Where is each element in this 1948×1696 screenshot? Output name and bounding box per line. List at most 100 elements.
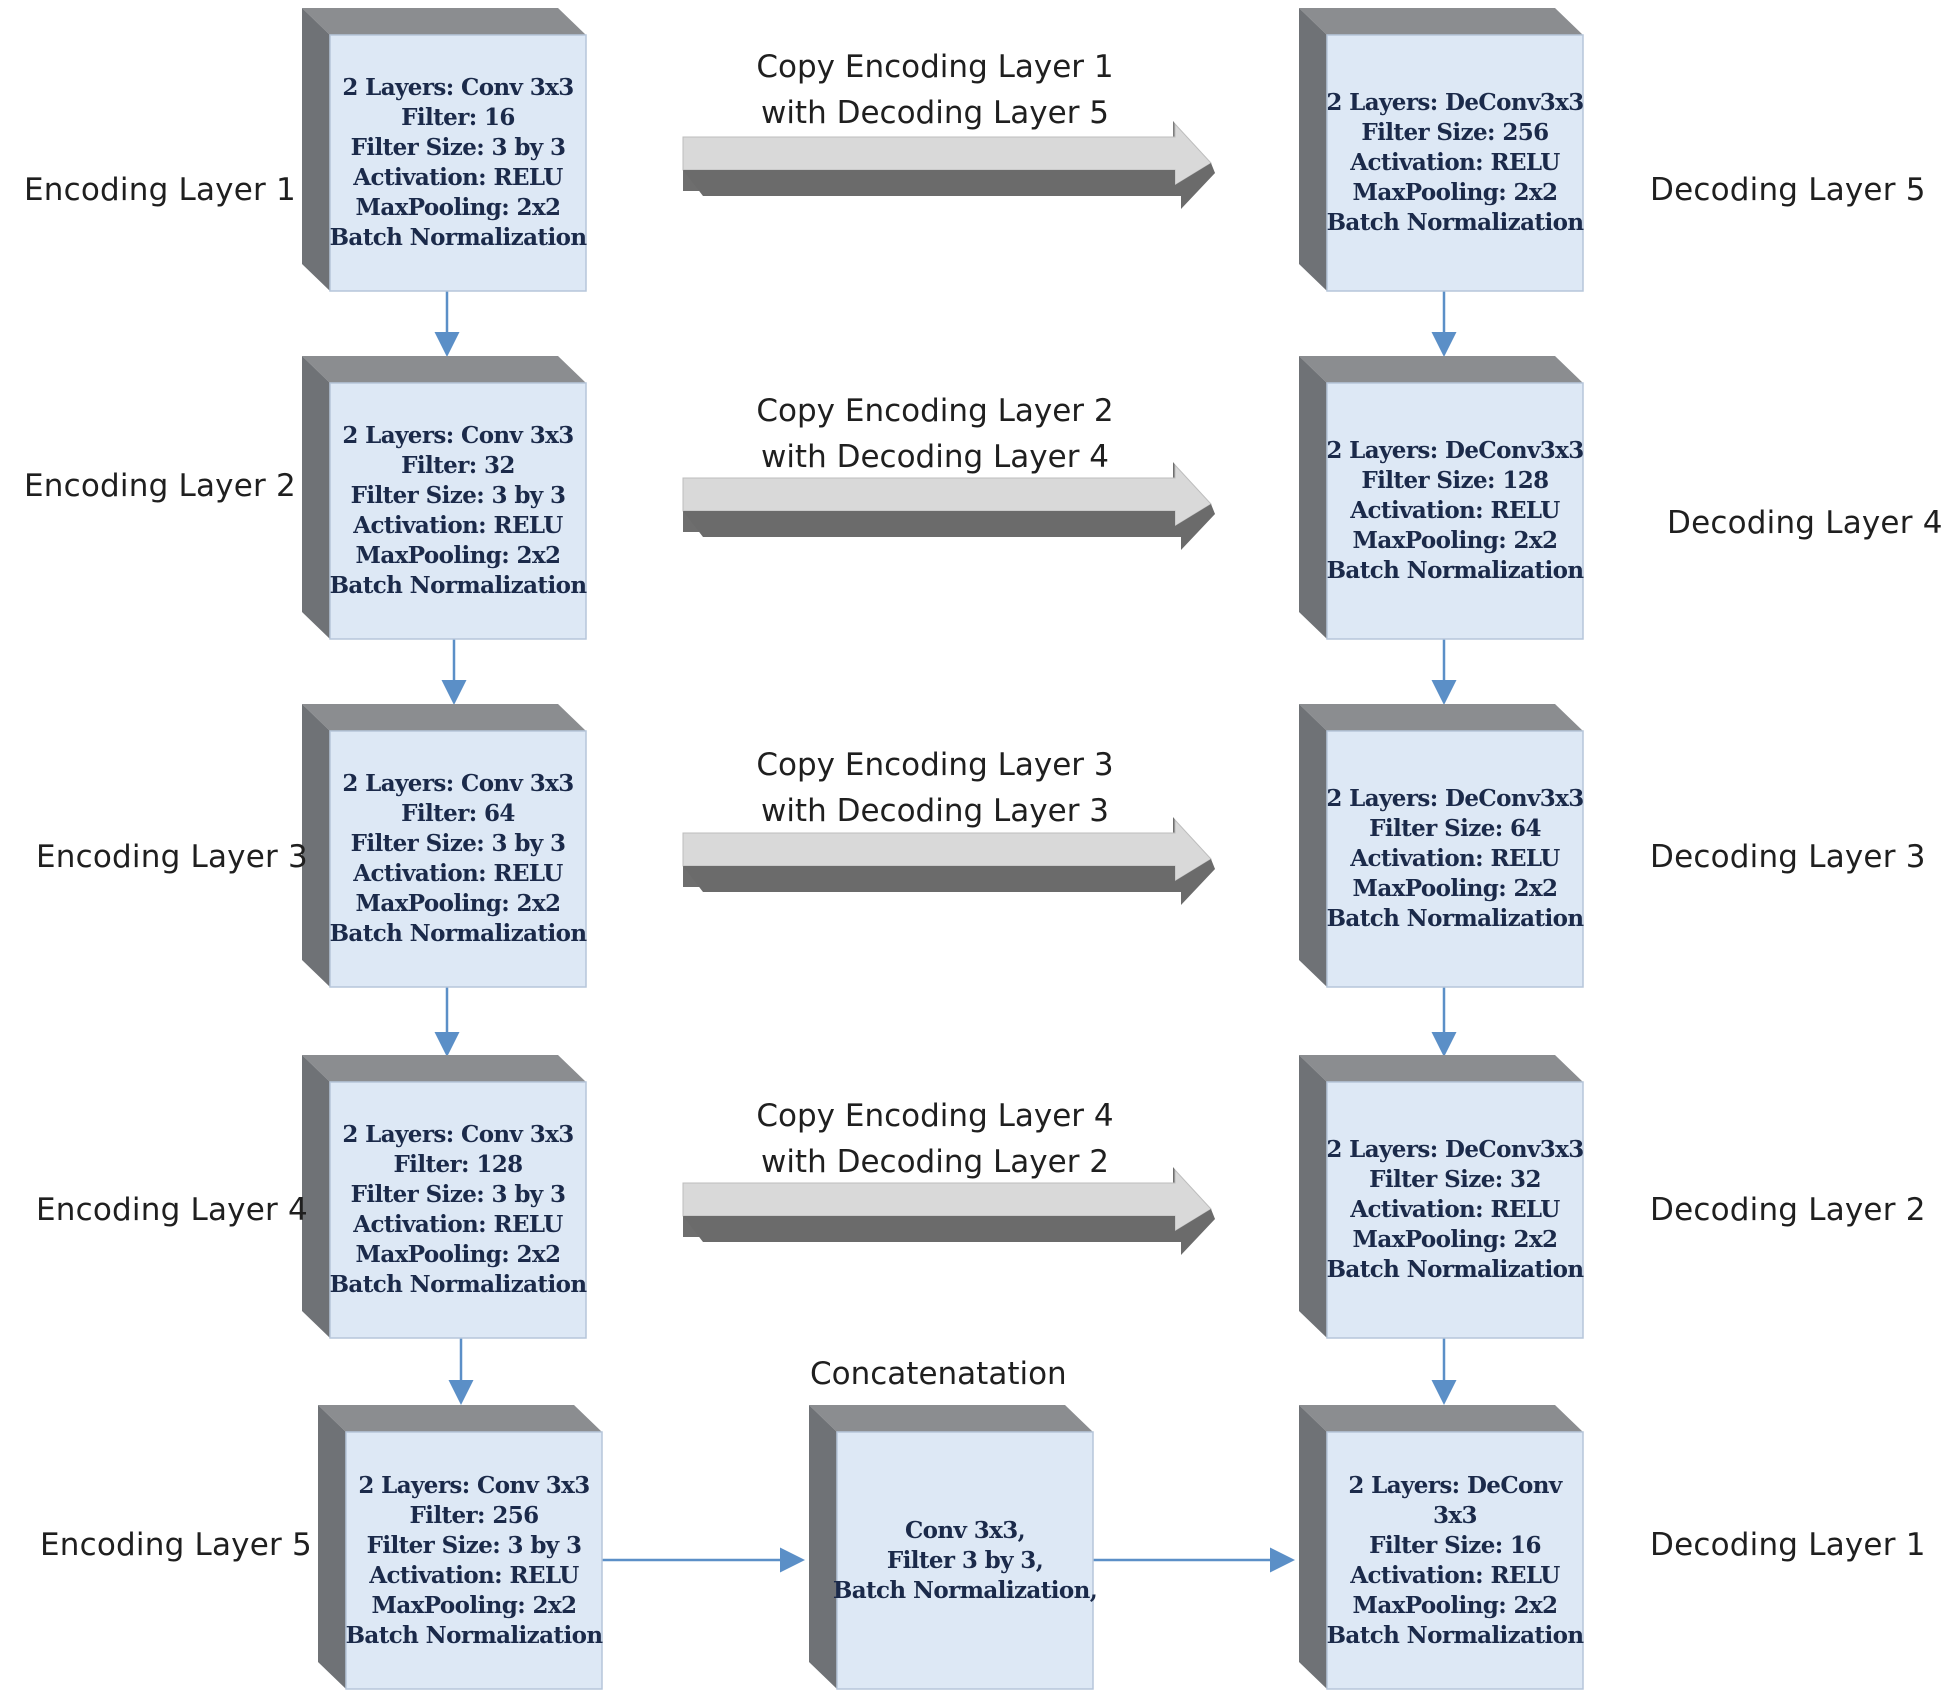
block-line: 2 Layers: DeConv xyxy=(1348,1471,1562,1499)
copy-label-4: Copy Encoding Layer 4 with Decoding Laye… xyxy=(705,1093,1165,1185)
block-line: Filter Size: 3 by 3 xyxy=(350,830,566,857)
cube-shape xyxy=(302,1055,587,1339)
decoding-block-5: 2 Layers: DeConv3x3 Filter Size: 256 Act… xyxy=(1299,8,1584,292)
block-line: Activation: RELU xyxy=(1350,845,1560,872)
arrow-right-icon xyxy=(682,817,1215,905)
block-line: MaxPooling: 2x2 xyxy=(355,194,562,221)
copy-arrow-4 xyxy=(682,1167,1215,1255)
copy-line: Copy Encoding Layer 4 xyxy=(756,1098,1114,1134)
encoding-block-4: 2 Layers: Conv 3x3 Filter: 128 Filter Si… xyxy=(302,1055,587,1339)
block-line: MaxPooling: 2x2 xyxy=(1352,875,1559,902)
decoding-layer-label-1: Decoding Layer 1 xyxy=(1650,1527,1926,1563)
block-line: 2 Layers: DeConv3x3 xyxy=(1326,89,1584,116)
block-line: Filter Size: 3 by 3 xyxy=(350,1181,566,1208)
block-line: 2 Layers: Conv 3x3 xyxy=(342,1121,574,1148)
block-text: 2 Layers: DeConv 3x3 Filter Size: 16 Act… xyxy=(1326,1432,1584,1689)
encoding-layer-label-2: Encoding Layer 2 xyxy=(24,468,296,504)
block-text: 2 Layers: DeConv3x3 Filter Size: 256 Act… xyxy=(1326,35,1584,291)
block-line: Filter Size: 3 by 3 xyxy=(366,1531,582,1559)
copy-line: Copy Encoding Layer 1 xyxy=(756,49,1114,85)
decoding-block-2: 2 Layers: DeConv3x3 Filter Size: 32 Acti… xyxy=(1299,1055,1584,1339)
cube-shape xyxy=(1299,356,1584,640)
cube-shape xyxy=(302,356,587,640)
encoding-block-2: 2 Layers: Conv 3x3 Filter: 32 Filter Siz… xyxy=(302,356,587,640)
block-line: Batch Normalization xyxy=(1326,905,1584,932)
block-text: 2 Layers: Conv 3x3 Filter: 64 Filter Siz… xyxy=(329,731,587,987)
block-line: Activation: RELU xyxy=(1350,1196,1560,1223)
block-text: 2 Layers: Conv 3x3 Filter: 16 Filter Siz… xyxy=(329,35,587,291)
block-line: 2 Layers: Conv 3x3 xyxy=(342,74,574,101)
copy-label-3: Copy Encoding Layer 3 with Decoding Laye… xyxy=(705,742,1165,834)
block-line: Filter Size: 3 by 3 xyxy=(350,482,566,509)
block-line: Filter Size: 16 xyxy=(1369,1531,1541,1559)
block-line: Activation: RELU xyxy=(1350,497,1560,524)
block-text: 2 Layers: DeConv3x3 Filter Size: 32 Acti… xyxy=(1326,1082,1584,1338)
block-text: 2 Layers: DeConv3x3 Filter Size: 64 Acti… xyxy=(1326,731,1584,987)
block-text: 2 Layers: DeConv3x3 Filter Size: 128 Act… xyxy=(1326,383,1584,639)
arrow-right-icon xyxy=(682,462,1215,550)
encoding-block-3: 2 Layers: Conv 3x3 Filter: 64 Filter Siz… xyxy=(302,704,587,988)
block-line: 2 Layers: Conv 3x3 xyxy=(342,770,574,797)
block-line: Filter: 256 xyxy=(409,1501,539,1529)
decoding-block-3: 2 Layers: DeConv3x3 Filter Size: 64 Acti… xyxy=(1299,704,1584,988)
block-line: Activation: RELU xyxy=(369,1561,579,1589)
block-line: Filter: 128 xyxy=(393,1151,523,1178)
cube-shape xyxy=(1299,704,1584,988)
block-line: MaxPooling: 2x2 xyxy=(355,890,562,917)
copy-arrow-2 xyxy=(682,462,1215,550)
block-line: 2 Layers: DeConv3x3 xyxy=(1326,1136,1584,1163)
copy-line: with Decoding Layer 4 xyxy=(760,439,1110,475)
block-line: Filter Size: 3 by 3 xyxy=(350,134,566,161)
block-line: Batch Normalization xyxy=(1326,1621,1584,1649)
block-line: Batch Normalization xyxy=(329,920,587,947)
block-line: Activation: RELU xyxy=(1350,149,1560,176)
block-text: 2 Layers: Conv 3x3 Filter: 128 Filter Si… xyxy=(330,1082,587,1338)
cube-shape xyxy=(1299,1405,1584,1690)
block-line: Filter: 64 xyxy=(401,800,515,827)
block-line: Conv 3x3, xyxy=(904,1516,1026,1544)
block-line: Filter Size: 32 xyxy=(1369,1166,1541,1193)
concat-label: Concatenatation xyxy=(810,1356,1067,1392)
block-line: Filter Size: 128 xyxy=(1361,467,1549,494)
block-line: MaxPooling: 2x2 xyxy=(1352,1226,1559,1253)
cube-shape xyxy=(302,704,587,988)
block-line: Batch Normalization, xyxy=(832,1576,1098,1604)
block-line: Filter: 16 xyxy=(401,104,515,131)
block-line: MaxPooling: 2x2 xyxy=(355,1241,562,1268)
block-line: Activation: RELU xyxy=(353,164,563,191)
decoding-layer-label-2: Decoding Layer 2 xyxy=(1650,1192,1926,1228)
block-line: 2 Layers: DeConv3x3 xyxy=(1326,785,1584,812)
block-line: Filter Size: 64 xyxy=(1369,815,1541,842)
block-line: Batch Normalization xyxy=(1326,1256,1584,1283)
decoding-layer-label-3: Decoding Layer 3 xyxy=(1650,839,1926,875)
block-line: Batch Normalization xyxy=(329,224,587,251)
block-text: Conv 3x3, Filter 3 by 3, Batch Normaliza… xyxy=(833,1432,1098,1689)
encoding-layer-label-1: Encoding Layer 1 xyxy=(24,172,296,208)
block-line: 2 Layers: Conv 3x3 xyxy=(342,422,574,449)
decoding-block-4: 2 Layers: DeConv3x3 Filter Size: 128 Act… xyxy=(1299,356,1584,640)
copy-line: with Decoding Layer 2 xyxy=(760,1144,1110,1180)
encoding-block-5: 2 Layers: Conv 3x3 Filter: 256 Filter Si… xyxy=(318,1405,603,1690)
block-text: 2 Layers: Conv 3x3 Filter: 256 Filter Si… xyxy=(346,1432,603,1689)
encoding-block-1: 2 Layers: Conv 3x3 Filter: 16 Filter Siz… xyxy=(302,8,587,292)
encoding-layer-label-4: Encoding Layer 4 xyxy=(36,1192,308,1228)
copy-line: with Decoding Layer 3 xyxy=(760,793,1110,829)
block-line: MaxPooling: 2x2 xyxy=(1352,527,1559,554)
block-line: Batch Normalization xyxy=(329,572,587,599)
block-line: 2 Layers: DeConv3x3 xyxy=(1326,437,1584,464)
block-line: 2 Layers: Conv 3x3 xyxy=(358,1471,590,1499)
decoding-layer-label-5: Decoding Layer 5 xyxy=(1650,172,1926,208)
encoding-layer-label-3: Encoding Layer 3 xyxy=(36,839,308,875)
block-line: 3x3 xyxy=(1433,1501,1478,1529)
decoding-block-1: 2 Layers: DeConv 3x3 Filter Size: 16 Act… xyxy=(1299,1405,1584,1690)
copy-line: Copy Encoding Layer 3 xyxy=(756,747,1114,783)
cube-shape xyxy=(1299,1055,1584,1339)
cube-shape xyxy=(318,1405,603,1690)
encoding-layer-label-5: Encoding Layer 5 xyxy=(40,1527,312,1563)
copy-label-1: Copy Encoding Layer 1 with Decoding Laye… xyxy=(705,44,1165,136)
copy-line: Copy Encoding Layer 2 xyxy=(756,393,1114,429)
block-line: Activation: RELU xyxy=(353,860,563,887)
block-line: MaxPooling: 2x2 xyxy=(371,1591,578,1619)
